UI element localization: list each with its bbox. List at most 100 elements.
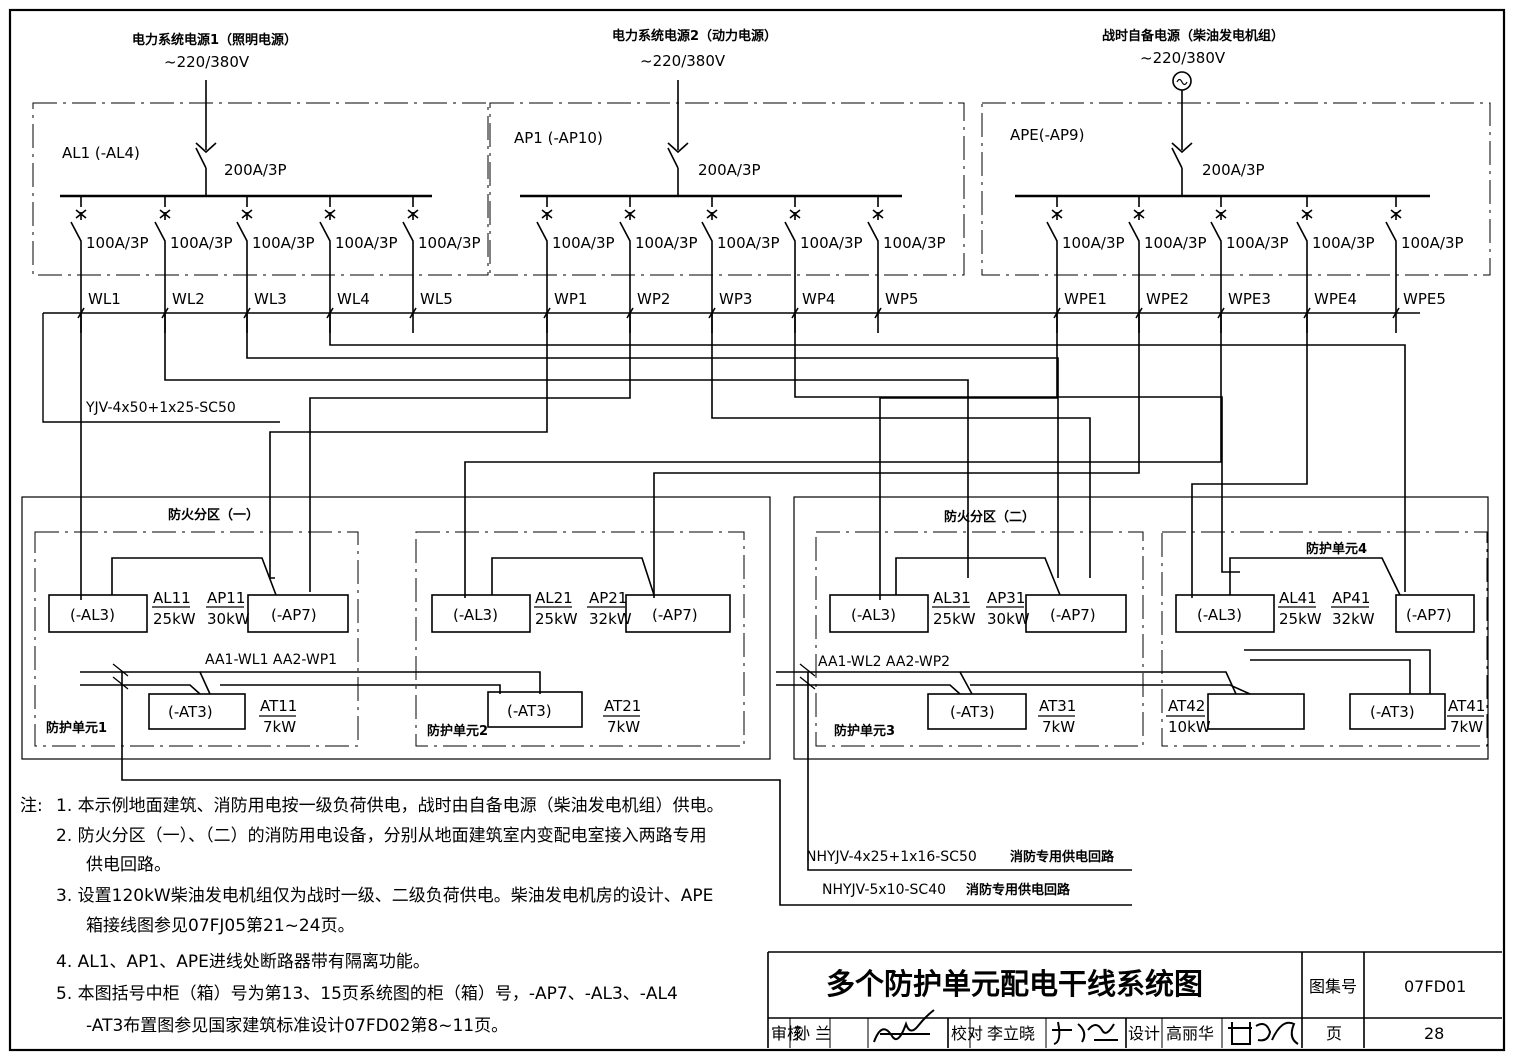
feeder-label-emergency-3: WPE3 bbox=[1228, 290, 1271, 308]
unit-1-ap-box-label: (-AP7) bbox=[271, 606, 317, 624]
branch-breaker-lighting-1 bbox=[70, 196, 87, 333]
branch-breaker-power-1 bbox=[536, 196, 553, 333]
unit-1-al-box bbox=[48, 594, 148, 633]
unit-4-ap-box bbox=[1395, 594, 1475, 633]
unit-3-at-box bbox=[927, 693, 1027, 730]
unit-2-al-box-label: (-AL3) bbox=[453, 606, 498, 624]
unit-4-al-box-label: (-AL3) bbox=[1197, 606, 1242, 624]
board-ape-label: APE(-AP9) bbox=[1010, 126, 1084, 144]
unit-2-name: 防护单元2 bbox=[427, 723, 488, 739]
branch-breaker-power-3 bbox=[701, 196, 718, 333]
note-1: 1. 本示例地面建筑、消防用电按一级负荷供电，战时由自备电源（柴油发电机组）供电… bbox=[56, 796, 724, 816]
source-1-voltage: ~220/380V bbox=[164, 53, 250, 71]
unit-3-ap-kw: 30kW bbox=[987, 610, 1030, 628]
note-3: 3. 设置120kW柴油发电机组仅为战时一级、二级负荷供电。柴油发电机房的设计、… bbox=[56, 886, 713, 906]
feeder-label-lighting-2: WL2 bbox=[172, 290, 205, 308]
branch-breaker-rating-emergency-4: 100A/3P bbox=[1312, 234, 1375, 252]
page-number: 28 bbox=[1424, 1024, 1444, 1043]
board-al1-label: AL1 (-AL4) bbox=[62, 144, 140, 162]
unit-3-ap-box bbox=[1025, 594, 1127, 633]
unit-3-al-box bbox=[829, 594, 929, 633]
feeder-label-power-4: WP4 bbox=[802, 290, 835, 308]
branch-breaker-power-4 bbox=[784, 196, 801, 333]
designer-name: 高丽华 bbox=[1166, 1024, 1214, 1043]
fire-cable-2-spec: NHYJV-5x10-SC40 bbox=[822, 882, 946, 898]
unit-1-al-id: AL11 bbox=[153, 589, 191, 607]
unit-4-at-box-label: (-AT3) bbox=[1370, 703, 1415, 721]
unit-3-al-box-label: (-AL3) bbox=[851, 606, 896, 624]
main-breaker-2: 200A/3P bbox=[698, 161, 761, 179]
note-3-cont: 箱接线图参见07FJ05第21~24页。 bbox=[86, 916, 355, 936]
board-ape-frame bbox=[981, 102, 1491, 276]
drawing-title: 多个防护单元配电干线系统图 bbox=[826, 967, 1203, 1001]
branch-breaker-rating-lighting-2: 100A/3P bbox=[170, 234, 233, 252]
fire-zone-1-label: 防火分区（一） bbox=[168, 507, 259, 523]
branch-breaker-rating-lighting-5: 100A/3P bbox=[418, 234, 481, 252]
note-4: 4. AL1、AP1、APE进线处断路器带有隔离功能。 bbox=[56, 952, 430, 972]
unit-3-ap-box-label: (-AP7) bbox=[1050, 606, 1096, 624]
source-2-voltage: ~220/380V bbox=[640, 52, 726, 70]
branch-breaker-emergency-4 bbox=[1296, 196, 1313, 333]
reviewer-name: 孙 兰 bbox=[794, 1024, 831, 1043]
unit-3-at-kw: 7kW bbox=[1042, 718, 1075, 736]
unit-2-frame bbox=[415, 531, 745, 747]
unit-1-at-box-label: (-AT3) bbox=[168, 703, 213, 721]
unit-2-ap-kw: 32kW bbox=[589, 610, 632, 628]
feeder-label-lighting-1: WL1 bbox=[88, 290, 121, 308]
unit-3-name: 防护单元3 bbox=[834, 723, 895, 739]
feeder-label-emergency-2: WPE2 bbox=[1146, 290, 1189, 308]
source-1-title: 电力系统电源1（照明电源） bbox=[132, 32, 297, 48]
unit-3-frame bbox=[815, 531, 1144, 747]
notes-prefix: 注: bbox=[20, 796, 43, 816]
unit-4-name: 防护单元4 bbox=[1306, 541, 1367, 557]
branch-breaker-rating-emergency-1: 100A/3P bbox=[1062, 234, 1125, 252]
note-2-cont: 供电回路。 bbox=[86, 855, 171, 875]
unit-1-feeder-tag: AA1-WL1 AA2-WP1 bbox=[205, 652, 337, 668]
unit-1-name: 防护单元1 bbox=[46, 720, 107, 736]
note-5: 5. 本图括号中柜（箱）号为第13、15页系统图的柜（箱）号，-AP7、-AL3… bbox=[56, 984, 678, 1004]
unit-2-at-kw: 7kW bbox=[607, 718, 640, 736]
feeder-label-emergency-4: WPE4 bbox=[1314, 290, 1357, 308]
unit-4-at2-kw: 10kW bbox=[1168, 718, 1211, 736]
cable-main-label: YJV-4x50+1x25-SC50 bbox=[85, 400, 236, 416]
unit-4-at41-box bbox=[1349, 693, 1446, 730]
fire-cable-1-spec: NHYJV-4x25+1x16-SC50 bbox=[806, 849, 977, 865]
branch-breaker-rating-lighting-1: 100A/3P bbox=[86, 234, 149, 252]
branch-breaker-rating-power-4: 100A/3P bbox=[800, 234, 863, 252]
unit-3-at-box-label: (-AT3) bbox=[950, 703, 995, 721]
source-3-voltage: ~220/380V bbox=[1140, 49, 1226, 67]
unit-4-al-box bbox=[1175, 594, 1275, 633]
main-breaker-1: 200A/3P bbox=[224, 161, 287, 179]
unit-2-ap-box-label: (-AP7) bbox=[652, 606, 698, 624]
feeder-label-emergency-5: WPE5 bbox=[1403, 290, 1446, 308]
fire-cable-1-label: 消防专用供电回路 bbox=[1010, 849, 1115, 865]
unit-4-at-kw: 7kW bbox=[1450, 718, 1483, 736]
branch-breaker-power-2 bbox=[619, 196, 636, 333]
feeder-label-lighting-3: WL3 bbox=[254, 290, 287, 308]
atlas-label: 图集号 bbox=[1309, 977, 1357, 996]
reviewer-signature bbox=[873, 1009, 935, 1043]
branch-breaker-lighting-3 bbox=[236, 196, 253, 333]
fire-zone-2-label: 防火分区（二） bbox=[944, 509, 1035, 525]
branch-breaker-rating-power-1: 100A/3P bbox=[552, 234, 615, 252]
atlas-number: 07FD01 bbox=[1404, 977, 1466, 996]
note-5-cont: -AT3布置图参见国家建筑标准设计07FD02第8~11页。 bbox=[86, 1016, 508, 1036]
review-label: 审核 bbox=[771, 1024, 803, 1043]
checker-name: 李立晓 bbox=[987, 1024, 1035, 1043]
branch-breaker-emergency-1 bbox=[1046, 196, 1063, 333]
board-ap1-frame bbox=[489, 102, 965, 276]
feeder-label-power-1: WP1 bbox=[554, 290, 587, 308]
page-label: 页 bbox=[1326, 1024, 1342, 1043]
unit-4-ap-id: AP41 bbox=[1332, 589, 1370, 607]
fire-cable-2-label: 消防专用供电回路 bbox=[966, 882, 1071, 898]
branch-breaker-rating-lighting-3: 100A/3P bbox=[252, 234, 315, 252]
branch-breaker-rating-power-3: 100A/3P bbox=[717, 234, 780, 252]
note-2: 2. 防火分区（一）、（二）的消防用电设备，分别从地面建筑室内变配电室接入两路专… bbox=[56, 826, 707, 846]
unit-2-at-box bbox=[487, 691, 583, 728]
unit-2-at-id: AT21 bbox=[604, 697, 641, 715]
unit-1-frame bbox=[34, 531, 359, 747]
source-2-title: 电力系统电源2（动力电源） bbox=[612, 28, 777, 44]
unit-4-ap-kw: 32kW bbox=[1332, 610, 1375, 628]
unit-1-at-box bbox=[148, 693, 246, 730]
branch-breaker-power-5 bbox=[867, 196, 884, 333]
